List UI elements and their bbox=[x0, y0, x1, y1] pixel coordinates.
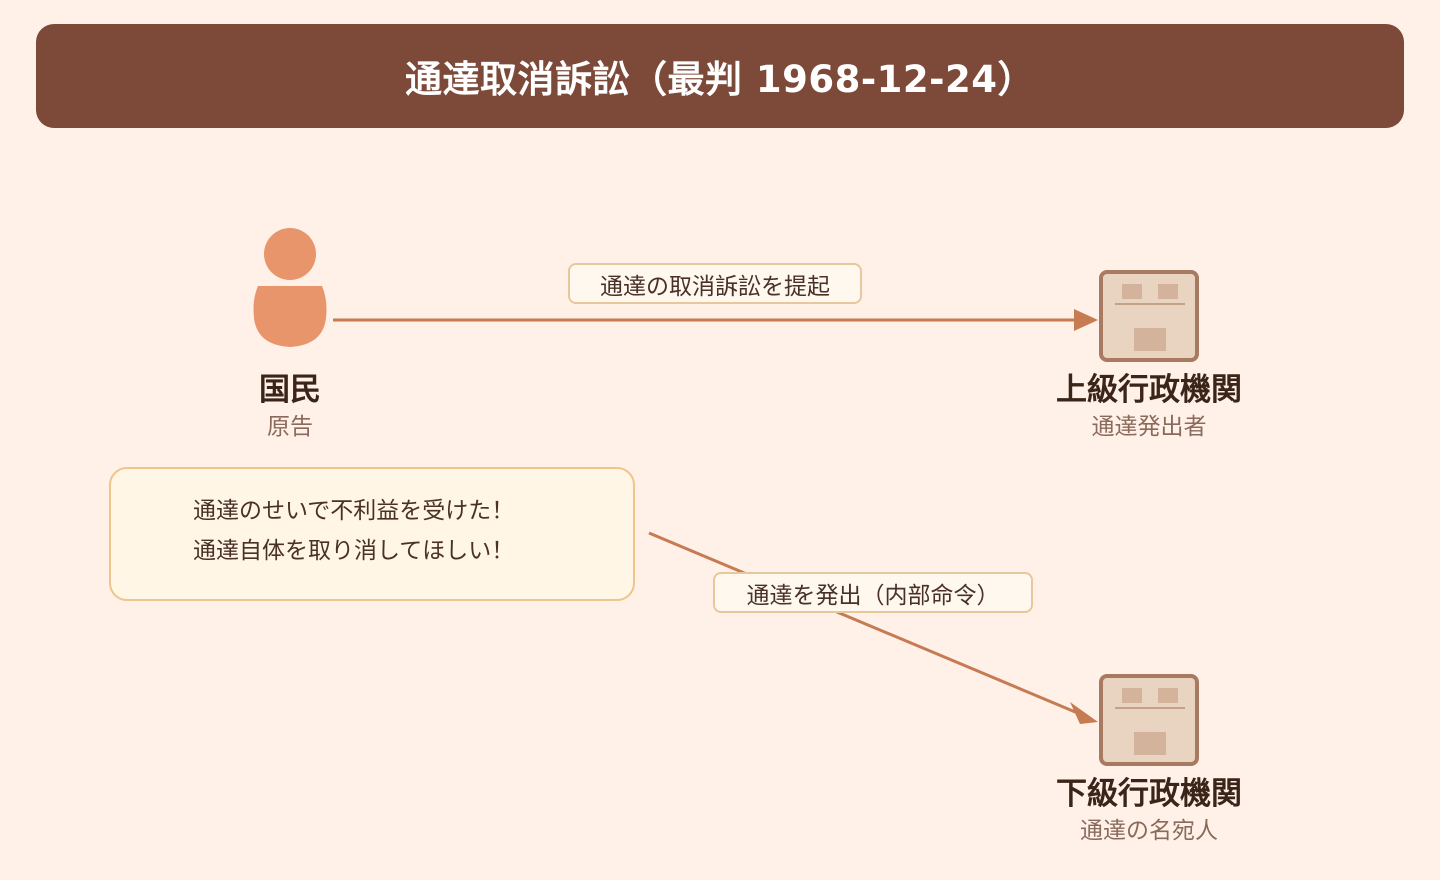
speech-line: 通達自体を取り消してほしい！ bbox=[193, 538, 515, 564]
speech-line: 通達のせいで不利益を受けた！ bbox=[193, 498, 515, 524]
node-citizen-role: 原告 bbox=[267, 414, 313, 440]
arrow-issue bbox=[648, 531, 1098, 724]
node-upper-agency-role: 通達発出者 bbox=[1091, 414, 1207, 440]
node-upper-agency-name: 上級行政機関 bbox=[1056, 372, 1242, 408]
node-citizen-name: 国民 bbox=[259, 372, 321, 408]
page-title: 通達取消訴訟（最判 1968-12-24） bbox=[404, 58, 1036, 101]
title-bar: 通達取消訴訟（最判 1968-12-24） bbox=[36, 24, 1404, 128]
arrow-lawsuit bbox=[333, 309, 1098, 331]
node-lower-agency-name: 下級行政機関 bbox=[1056, 776, 1242, 812]
building-icon bbox=[1099, 270, 1199, 362]
edge-label-issue: 通達を発出（内部命令） bbox=[713, 572, 1033, 613]
person-icon bbox=[253, 228, 327, 347]
speech-bubble: 通達のせいで不利益を受けた！ 通達自体を取り消してほしい！ bbox=[109, 467, 635, 601]
edge-label-lawsuit: 通達の取消訴訟を提起 bbox=[568, 263, 862, 304]
node-lower-agency-role: 通達の名宛人 bbox=[1080, 818, 1218, 844]
building-icon bbox=[1099, 674, 1199, 766]
